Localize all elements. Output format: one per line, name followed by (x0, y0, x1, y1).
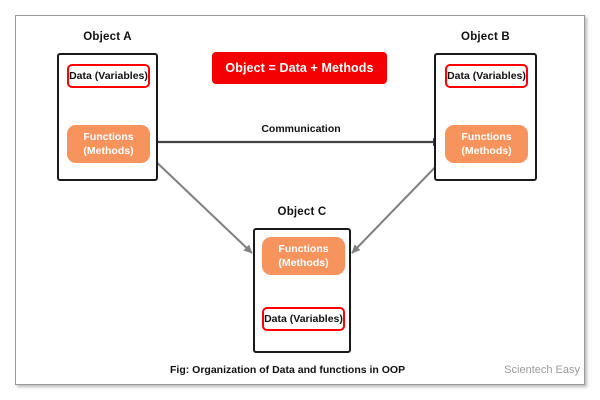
object-a-functions-line2: (Methods) (83, 145, 134, 157)
banner-object-equals-data-plus-methods: Object = Data + Methods (212, 52, 387, 84)
object-c-box: Functions (Methods) Data (Variables) (253, 228, 351, 353)
object-c-data-box: Data (Variables) (262, 307, 345, 331)
object-a-box: Data (Variables) Functions (Methods) (57, 53, 158, 181)
object-b-functions-box: Functions (Methods) (445, 125, 528, 163)
object-a-functions-line1: Functions (83, 130, 134, 143)
object-b-functions-line1: Functions (461, 130, 512, 143)
object-a-functions-box: Functions (Methods) (67, 125, 150, 163)
object-b-functions-line2: (Methods) (461, 145, 512, 157)
communication-label: Communication (261, 123, 341, 135)
object-c-functions-line1: Functions (278, 242, 329, 255)
object-a-title: Object A (83, 31, 132, 43)
object-b-box: Data (Variables) Functions (Methods) (434, 53, 537, 181)
figure-caption: Fig: Organization of Data and functions … (170, 364, 406, 376)
object-b-data-box: Data (Variables) (445, 64, 528, 88)
object-a-data-box: Data (Variables) (67, 64, 150, 88)
object-b-title: Object B (461, 31, 510, 43)
watermark-label: Scientech Easy (504, 364, 580, 376)
object-c-title: Object C (277, 206, 327, 218)
object-c-functions-box: Functions (Methods) (262, 237, 345, 275)
object-c-functions-line2: (Methods) (278, 257, 329, 269)
